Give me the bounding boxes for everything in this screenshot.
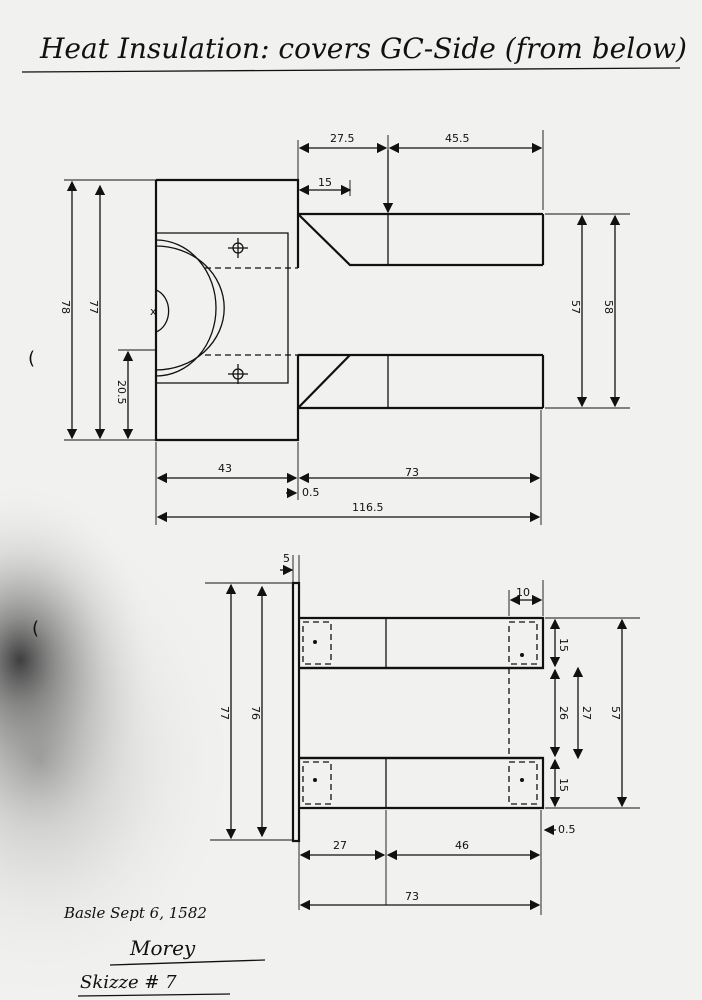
dim-27-right: 27: [580, 706, 593, 720]
dim-78: 78: [59, 300, 72, 314]
hatched-insert: [155, 232, 289, 384]
dim-77: 77: [87, 300, 100, 314]
margin-mark-1: (: [28, 348, 35, 369]
center-mark: x: [150, 305, 157, 318]
dim-46: 46: [455, 839, 469, 852]
dim-116-5: 116.5: [352, 501, 384, 514]
dim-5: 5: [283, 552, 290, 565]
shadow-smudge-soft: [0, 510, 240, 1000]
title-underline: [21, 67, 681, 73]
signature-name: Morey: [129, 936, 196, 960]
dim-10: 10: [516, 586, 530, 599]
dim-73-top: 73: [405, 466, 419, 479]
dim-45-5: 45.5: [445, 132, 470, 145]
dim-58: 58: [602, 300, 615, 314]
dim-0-5-top: 0.5: [302, 486, 320, 499]
dim-15: 15: [318, 176, 332, 189]
dim-20-5: 20.5: [115, 380, 128, 405]
sheet-number: Skizze # 7: [80, 972, 177, 993]
dim-57-bottom: 57: [609, 706, 622, 720]
dim-27-5: 27.5: [330, 132, 355, 145]
sheet-underline: [77, 993, 231, 997]
signature-place-date: Basle Sept 6, 1582: [63, 904, 207, 922]
dim-15-lower: 15: [557, 778, 570, 792]
dim-43: 43: [218, 462, 232, 475]
dim-77-bottom: 77: [218, 706, 231, 720]
dim-57-top: 57: [569, 300, 582, 314]
bottom-view: 5 10 77 76 15 26 27 57 15 0.5 27 46: [205, 552, 640, 915]
margin-mark-2: (: [32, 618, 39, 639]
dim-26: 26: [557, 706, 570, 720]
signature-underline: [109, 959, 266, 966]
dim-73-bottom: 73: [405, 890, 419, 903]
dim-15-upper: 15: [557, 638, 570, 652]
dim-27-bottom: 27: [333, 839, 347, 852]
dim-0-5-bottom: 0.5: [558, 823, 576, 836]
signature-block: Basle Sept 6, 1582 Morey Skizze # 7: [63, 904, 266, 997]
top-view: x 27.5 45.5 15 78 77 20.5 57: [59, 130, 630, 525]
dim-76: 76: [249, 706, 262, 720]
page-title: Heat Insulation: covers GC-Side (from be…: [39, 32, 687, 65]
